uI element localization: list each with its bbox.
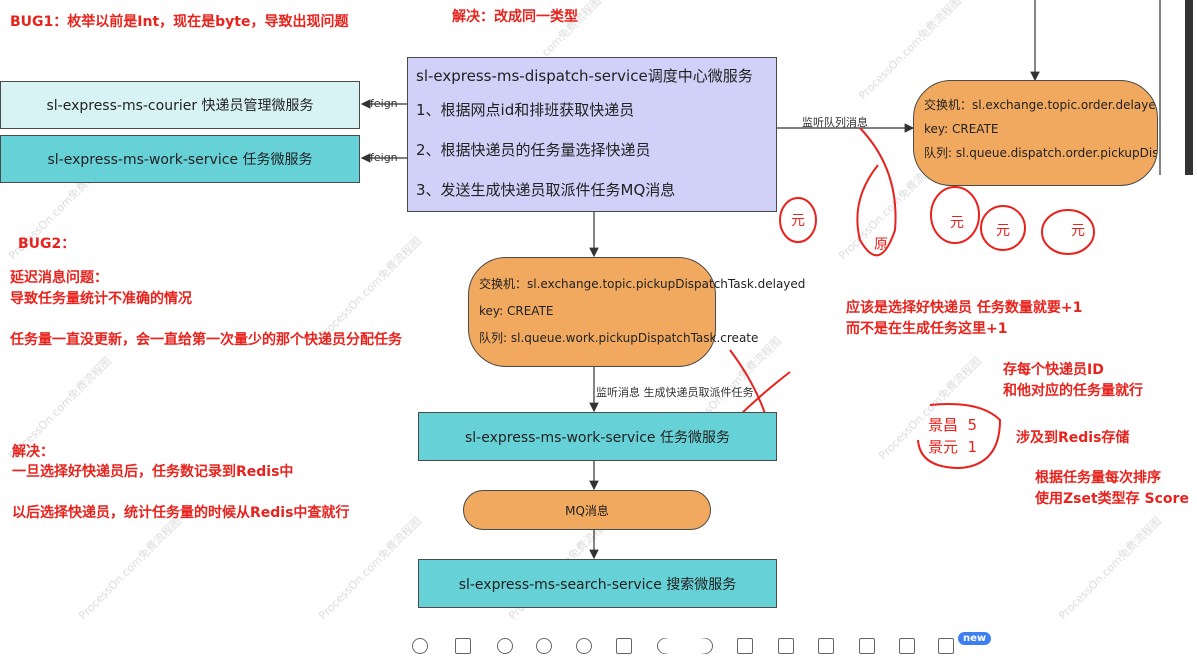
dispatch-title: sl-express-ms-dispatch-service调度中心微服务 bbox=[416, 67, 753, 85]
handwritten-count-jingyuan: 景元 1 bbox=[928, 438, 978, 456]
listen-queue-label: 监听队列消息 bbox=[802, 116, 868, 129]
handwritten-char: 元 bbox=[996, 223, 1010, 239]
dispatch-step2: 2、根据快递员的任务量选择快递员 bbox=[416, 141, 651, 159]
should-line2: 而不是在生成任务这里+1 bbox=[846, 321, 1008, 337]
grid-icon[interactable] bbox=[938, 638, 954, 654]
fix1-annotation: 解决：改成同一类型 bbox=[452, 9, 578, 25]
redis-note: 涉及到Redis存储 bbox=[1016, 430, 1130, 446]
info-icon[interactable] bbox=[497, 638, 513, 654]
listen-generate-label: 监听消息 生成快递员取派件任务 bbox=[596, 386, 754, 399]
fit-icon[interactable] bbox=[616, 638, 632, 654]
zoom-out-icon[interactable] bbox=[536, 638, 552, 654]
dispatch-step1: 1、根据网点id和排班获取快递员 bbox=[416, 101, 635, 119]
fix2-line2: 以后选择快递员，统计任务量的时候从Redis中查就行 bbox=[12, 505, 350, 521]
exchange-queue: 队列: sl.queue.work.pickupDispatchTask.cre… bbox=[479, 331, 759, 345]
exchange-queue: 队列: sl.queue.dispatch.order.pickupDisp bbox=[924, 146, 1158, 160]
frame-icon[interactable] bbox=[455, 638, 471, 654]
sort-line1: 根据任务量每次排序 bbox=[1035, 470, 1161, 486]
work-service-node-left[interactable]: sl-express-ms-work-service 任务微服务 bbox=[0, 135, 360, 183]
zoom-in-icon[interactable] bbox=[576, 638, 592, 654]
copy-icon[interactable] bbox=[818, 638, 834, 654]
delay-title: 延迟消息问题： bbox=[10, 270, 108, 286]
sort-line2: 使用Zset类型存 Score bbox=[1035, 491, 1189, 507]
handwritten-char: 元 bbox=[950, 215, 964, 231]
handwritten-char: 原 bbox=[874, 237, 888, 253]
edit-icon[interactable] bbox=[899, 638, 915, 654]
should-line1: 应该是选择好快递员 任务数量就要+1 bbox=[846, 300, 1083, 316]
mq-message-node[interactable]: MQ消息 bbox=[463, 490, 711, 530]
fix2-line1: 一旦选择好快递员后，任务数记录到Redis中 bbox=[12, 464, 294, 480]
handwritten-char: 元 bbox=[1071, 223, 1085, 239]
delay-line1: 导致任务量统计不准确的情况 bbox=[10, 291, 192, 307]
store-line2: 和他对应的任务量就行 bbox=[1003, 383, 1143, 399]
dispatch-step3: 3、发送生成快递员取派件任务MQ消息 bbox=[416, 181, 676, 199]
work-service-node-main[interactable]: sl-express-ms-work-service 任务微服务 bbox=[418, 412, 777, 461]
exchange-name: 交换机：sl.exchange.topic.pickupDispatchTask… bbox=[479, 277, 806, 291]
handwritten-count-jingchang: 景昌 5 bbox=[928, 416, 978, 434]
print-icon[interactable] bbox=[778, 638, 794, 654]
page-icon[interactable] bbox=[859, 638, 875, 654]
handwritten-char: 元 bbox=[791, 213, 805, 229]
dispatch-service-node[interactable]: sl-express-ms-dispatch-service调度中心微服务 1、… bbox=[407, 57, 777, 212]
pen-icon[interactable] bbox=[412, 638, 428, 654]
exchange-key: key: CREATE bbox=[924, 122, 999, 136]
fix2-title: 解决： bbox=[12, 444, 54, 460]
pickup-exchange-node[interactable]: 交换机：sl.exchange.topic.pickupDispatchTask… bbox=[468, 257, 806, 367]
courier-service-node[interactable]: sl-express-ms-courier 快递员管理微服务 bbox=[0, 81, 360, 129]
feign-label: feign bbox=[370, 97, 398, 110]
new-badge: new bbox=[958, 632, 992, 645]
store-line1: 存每个快递员ID bbox=[1003, 362, 1104, 378]
bug1-annotation: BUG1：枚举以前是Int，现在是byte，导致出现问题 bbox=[10, 14, 349, 30]
bug2-annotation: BUG2： bbox=[18, 236, 76, 252]
exchange-key: key: CREATE bbox=[479, 304, 554, 318]
delete-icon[interactable] bbox=[737, 638, 753, 654]
feign-label: feign bbox=[370, 151, 398, 164]
search-service-node[interactable]: sl-express-ms-search-service 搜索微服务 bbox=[418, 559, 777, 608]
delay-line2: 任务量一直没更新，会一直给第一次量少的那个快递员分配任务 bbox=[10, 332, 402, 348]
exchange-name: 交换机：sl.exchange.topic.order.delayed bbox=[924, 98, 1158, 112]
order-exchange-node[interactable]: 交换机：sl.exchange.topic.order.delayed key:… bbox=[913, 80, 1158, 186]
scroll-bar-right bbox=[1185, 0, 1193, 175]
